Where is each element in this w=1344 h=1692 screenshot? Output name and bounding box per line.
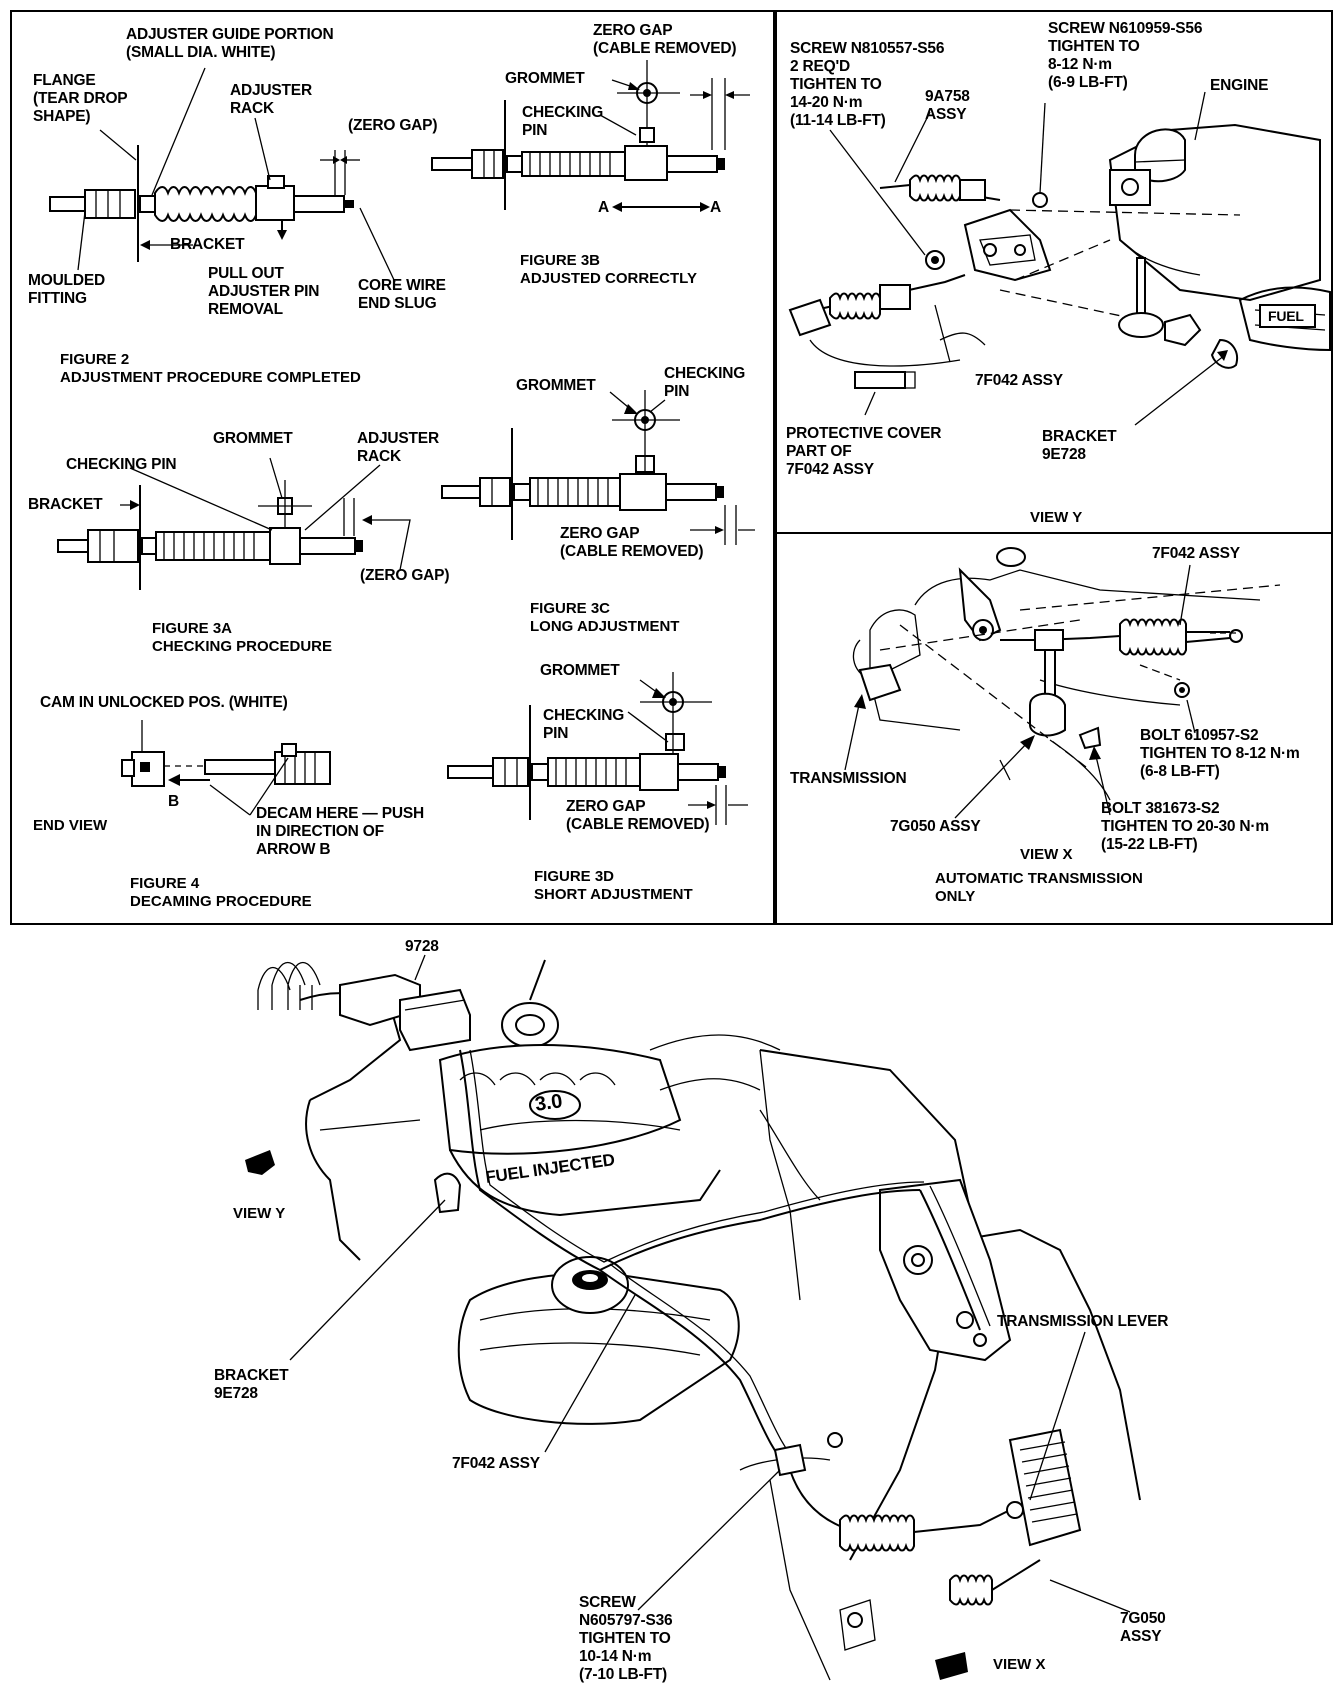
transmission-lever-label: TRANSMISSION LEVER [997, 1313, 1169, 1330]
bracket-label-fig2: BRACKET [170, 236, 245, 253]
zero-gap-label-fig3d: ZERO GAP (CABLE REMOVED) [566, 798, 710, 833]
zero-gap-label-fig2: (ZERO GAP) [348, 117, 438, 134]
bracket-label-fig3a: BRACKET [28, 496, 103, 513]
arrow-b-label: B [168, 793, 179, 810]
engine-label: ENGINE [1210, 77, 1269, 94]
grommet-label-fig3b: GROMMET [505, 70, 585, 87]
figure-2-caption: FIGURE 2 ADJUSTMENT PROCEDURE COMPLETED [60, 351, 361, 386]
figure-3b-cable [431, 60, 750, 212]
adjuster-rack-label-fig3a: ADJUSTER RACK [357, 430, 439, 465]
figure-3c-cable [441, 390, 755, 545]
part-7g050-label-main: 7G050 ASSY [1120, 1610, 1166, 1645]
part-7f042-label-viewx: 7F042 ASSY [1152, 545, 1240, 562]
figure-2-cable [49, 67, 396, 283]
checking-pin-label-fig3d: CHECKING PIN [543, 707, 625, 742]
zero-gap-label-fig3c: ZERO GAP (CABLE REMOVED) [560, 525, 704, 560]
part-7g050-label-viewx: 7G050 ASSY [890, 818, 981, 835]
part-9728-label: 9728 [405, 938, 439, 955]
end-view-label: END VIEW [33, 817, 108, 834]
core-wire-label: CORE WIRE END SLUG [358, 277, 446, 312]
figure-3a-caption: FIGURE 3A CHECKING PROCEDURE [152, 620, 333, 655]
figure-3b-caption: FIGURE 3B ADJUSTED CORRECTLY [520, 252, 697, 287]
figure-3d-cable [447, 672, 748, 825]
zero-gap-label-fig3b: ZERO GAP (CABLE REMOVED) [593, 22, 737, 57]
bolt-1-label: BOLT 610957-S2 TIGHTEN TO 8-12 N·m (6-8 … [1140, 727, 1300, 780]
figure-3d-caption: FIGURE 3D SHORT ADJUSTMENT [534, 868, 693, 903]
checking-pin-label-fig3a: CHECKING PIN [66, 456, 177, 473]
figure-4-caption: FIGURE 4 DECAMING PROCEDURE [130, 875, 312, 910]
bracket-label-viewy: BRACKET 9E728 [1042, 428, 1117, 463]
bracket-label-main: BRACKET 9E728 [214, 1367, 289, 1402]
displacement-text: 3.0 [533, 1090, 564, 1116]
screw-1-label: SCREW N810557-S56 2 REQ'D TIGHTEN TO 14-… [790, 40, 945, 129]
view-y-panel [775, 10, 1333, 534]
view-x-title: VIEW X [1020, 846, 1073, 863]
arrow-a-right-label: A [710, 199, 721, 216]
bolt-2-label: BOLT 381673-S2 TIGHTEN TO 20-30 N·m (15-… [1101, 800, 1269, 853]
view-y-title: VIEW Y [1030, 509, 1083, 526]
figure-3c-caption: FIGURE 3C LONG ADJUSTMENT [530, 600, 680, 635]
part-7f042-label-viewy: 7F042 ASSY [975, 372, 1063, 389]
grommet-label-fig3d: GROMMET [540, 662, 620, 679]
view-x-arrow-label: VIEW X [993, 1656, 1046, 1673]
part-7f042-label-main: 7F042 ASSY [452, 1455, 540, 1472]
adjuster-guide-label: ADJUSTER GUIDE PORTION (SMALL DIA. WHITE… [126, 26, 334, 61]
screw-2-label: SCREW N610959-S56 TIGHTEN TO 8-12 N·m (6… [1048, 20, 1203, 91]
zero-gap-label-fig3a: (ZERO GAP) [360, 567, 450, 584]
part-9a758-label: 9A758 ASSY [925, 88, 970, 123]
grommet-label-fig3c: GROMMET [516, 377, 596, 394]
grommet-label-fig3a: GROMMET [213, 430, 293, 447]
flange-label: FLANGE (TEAR DROP SHAPE) [33, 72, 128, 125]
pull-out-label: PULL OUT ADJUSTER PIN REMOVAL [208, 265, 320, 318]
arrow-a-left-label: A [598, 199, 609, 216]
decam-label: DECAM HERE — PUSH IN DIRECTION OF ARROW … [256, 805, 424, 858]
protective-cover-label: PROTECTIVE COVER PART OF 7F042 ASSY [786, 425, 942, 478]
checking-pin-label-fig3b: CHECKING PIN [522, 104, 604, 139]
view-x-caption: AUTOMATIC TRANSMISSION ONLY [935, 870, 1143, 905]
transmission-label: TRANSMISSION [790, 770, 907, 787]
screw-label-main: SCREW N605797-S36 TIGHTEN TO 10-14 N·m (… [579, 1594, 673, 1683]
cam-label: CAM IN UNLOCKED POS. (WHITE) [40, 694, 288, 711]
checking-pin-label-fig3c: CHECKING PIN [664, 365, 746, 400]
fuel-text: FUEL [1268, 308, 1304, 324]
moulded-fitting-label: MOULDED FITTING [28, 272, 105, 307]
figure-3a-cable [57, 457, 411, 590]
figure-4-end-view [121, 720, 331, 816]
view-y-arrow-label: VIEW Y [233, 1205, 286, 1222]
adjuster-rack-label: ADJUSTER RACK [230, 82, 312, 117]
